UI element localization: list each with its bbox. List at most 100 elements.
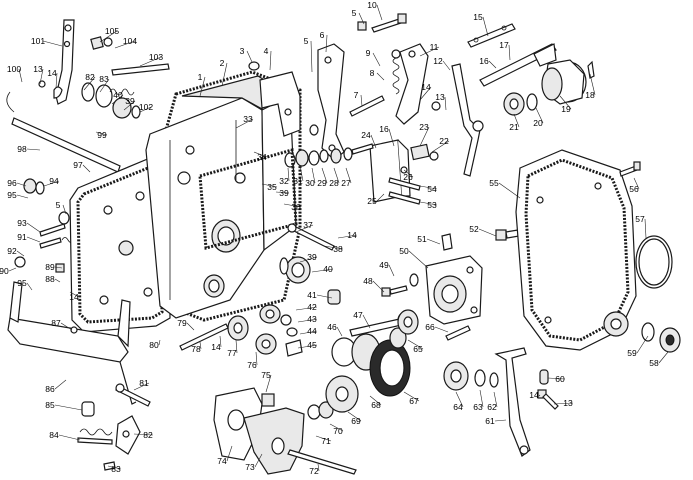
callout-number: 16 xyxy=(379,124,389,134)
callout-number: 19 xyxy=(561,104,571,114)
callout-leader-line xyxy=(95,131,108,136)
callout-number: 48 xyxy=(363,276,373,286)
callout-leader-line xyxy=(419,201,438,206)
part-bolts-53-54 xyxy=(388,166,421,205)
part-bolt-81 xyxy=(115,383,151,407)
callout-leader-line xyxy=(62,204,67,215)
part-lever-6 xyxy=(317,43,345,161)
callout-leader-line xyxy=(221,62,228,87)
callout-leader-line xyxy=(369,395,382,406)
callout-number: 94 xyxy=(49,176,59,186)
callout-leader-line xyxy=(265,374,272,393)
part-bolt-78-79 xyxy=(179,323,229,351)
part-washer-5a xyxy=(309,124,319,136)
callout-number: 53 xyxy=(427,200,437,210)
callout-leader-line xyxy=(123,100,136,111)
callout-leader-line xyxy=(372,280,385,293)
callout-leader-line xyxy=(426,238,441,245)
callout-leader-line xyxy=(336,326,343,337)
callout-number: 86 xyxy=(45,384,55,394)
part-fork-73-74 xyxy=(213,387,305,475)
callout-leader-line xyxy=(297,318,318,323)
callout-number: 13 xyxy=(435,92,445,102)
callout-number: 39 xyxy=(125,96,135,106)
callout-number: 81 xyxy=(139,378,149,388)
callout-leader-line xyxy=(254,453,263,468)
callout-number: 22 xyxy=(439,136,449,146)
callout-leader-line xyxy=(111,94,124,105)
callout-number: 38 xyxy=(333,244,343,254)
callout-number: 14 xyxy=(47,68,57,78)
callout-leader-line xyxy=(16,250,25,257)
callout-leader-line xyxy=(333,167,340,184)
part-pin-72 xyxy=(287,449,357,475)
callout-leader-line xyxy=(419,86,432,101)
callout-number: 7 xyxy=(354,90,359,100)
callout-leader-line xyxy=(99,30,118,43)
callout-number: 20 xyxy=(533,118,543,128)
callout-number: 14 xyxy=(347,230,357,240)
callout-leader-line xyxy=(376,72,385,81)
callout-leader-line xyxy=(133,382,150,391)
callout-number: 87 xyxy=(51,318,61,328)
callout-leader-line xyxy=(323,245,344,250)
callout-number: 14 xyxy=(211,342,221,352)
callout-number: 60 xyxy=(555,374,565,384)
part-lever-101 xyxy=(55,19,75,105)
part-rings-62-63 xyxy=(474,369,499,388)
part-nut-104-105 xyxy=(90,36,113,50)
part-washer-75 xyxy=(261,393,275,407)
callout-leader-line xyxy=(315,435,332,442)
callout-number: 89 xyxy=(45,262,55,272)
part-bolt-7 xyxy=(349,95,385,117)
callout-number: 12 xyxy=(433,56,443,66)
callout-leader-line xyxy=(139,56,162,67)
callout-number: 64 xyxy=(453,402,463,412)
callout-leader-line xyxy=(376,4,383,21)
part-linkage-12 xyxy=(431,63,484,177)
callout-leader-line xyxy=(299,256,318,263)
part-bushing-64 xyxy=(443,361,469,391)
part-lever-61 xyxy=(494,347,531,457)
part-bolt-10 xyxy=(357,13,407,33)
part-cap-41 xyxy=(327,289,341,305)
part-bearing-housing-50 xyxy=(425,255,483,325)
callout-number: 82 xyxy=(143,430,153,440)
part-spring-9-8 xyxy=(391,49,401,95)
part-pin-85 xyxy=(81,401,95,417)
part-gasket-36 xyxy=(198,148,298,250)
callout-leader-line xyxy=(54,379,67,390)
callout-number: 18 xyxy=(585,90,595,100)
callout-leader-line xyxy=(358,12,365,25)
callout-number: 80 xyxy=(149,340,159,350)
callout-number: 82 xyxy=(85,72,95,82)
callout-number: 74 xyxy=(217,456,227,466)
callout-number: 3 xyxy=(240,46,245,56)
callout-number: 33 xyxy=(243,114,253,124)
part-bolt-37-38 xyxy=(287,223,335,251)
callout-leader-line xyxy=(269,50,272,71)
callout-leader-line xyxy=(345,167,352,184)
callout-leader-line xyxy=(547,377,566,380)
callout-number: 59 xyxy=(627,348,637,358)
callout-leader-line xyxy=(82,164,91,173)
callout-leader-line xyxy=(494,419,507,422)
callout-number: 95 xyxy=(17,278,27,288)
callout-leader-line xyxy=(219,335,222,348)
callout-number: 72 xyxy=(309,466,319,476)
callout-number: 14 xyxy=(69,292,79,302)
callout-leader-line xyxy=(407,339,424,350)
part-seal-59 xyxy=(641,322,655,342)
part-pin-103 xyxy=(111,63,170,76)
callout-leader-line xyxy=(482,16,489,37)
part-bolt-83 xyxy=(103,461,116,471)
callout-number: 26 xyxy=(403,172,413,182)
callout-leader-line xyxy=(419,185,438,190)
callout-number: 84 xyxy=(49,430,59,440)
part-rod-15 xyxy=(467,23,516,48)
callout-leader-line xyxy=(559,95,572,110)
callout-leader-line xyxy=(60,322,73,331)
callout-number: 40 xyxy=(113,90,123,100)
callout-number: 29 xyxy=(317,178,327,188)
callout-leader-line xyxy=(362,314,371,329)
